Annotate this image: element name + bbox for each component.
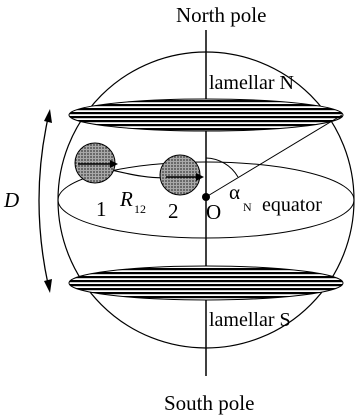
lamellar-s-label: lamellar S: [209, 309, 291, 331]
equator-ellipse: [57, 161, 355, 239]
lamellar-n-label: lamellar N: [209, 72, 294, 94]
d-label: D: [3, 188, 19, 212]
d-arrowhead-bottom: [44, 279, 52, 293]
d-distance-arrow: [38, 117, 49, 285]
lamellar-disk-north: [68, 98, 344, 132]
particle-1: [74, 142, 116, 184]
origin-label: O: [206, 200, 221, 224]
lamellar-disk-south: [68, 265, 344, 301]
equator-label: equator: [262, 194, 322, 216]
r-subscript-label: 12: [134, 202, 146, 216]
particle-2: [159, 154, 201, 196]
alpha-subscript-label: N: [243, 200, 252, 214]
polar-angle-ray: [205, 114, 343, 198]
particle-2-label: 2: [168, 199, 179, 223]
alpha-symbol-label: α: [229, 180, 240, 204]
north-pole-label: North pole: [176, 3, 266, 27]
origin-point: [202, 193, 210, 201]
r-symbol-label: R: [119, 187, 133, 211]
particle-1-label: 1: [96, 197, 107, 221]
particle-2-arrowhead: [196, 173, 204, 181]
particle-1-arrowhead: [110, 160, 118, 168]
south-pole-label: South pole: [164, 391, 254, 415]
alpha-angle-arc: [205, 157, 239, 178]
d-arrowhead-top: [44, 109, 52, 123]
